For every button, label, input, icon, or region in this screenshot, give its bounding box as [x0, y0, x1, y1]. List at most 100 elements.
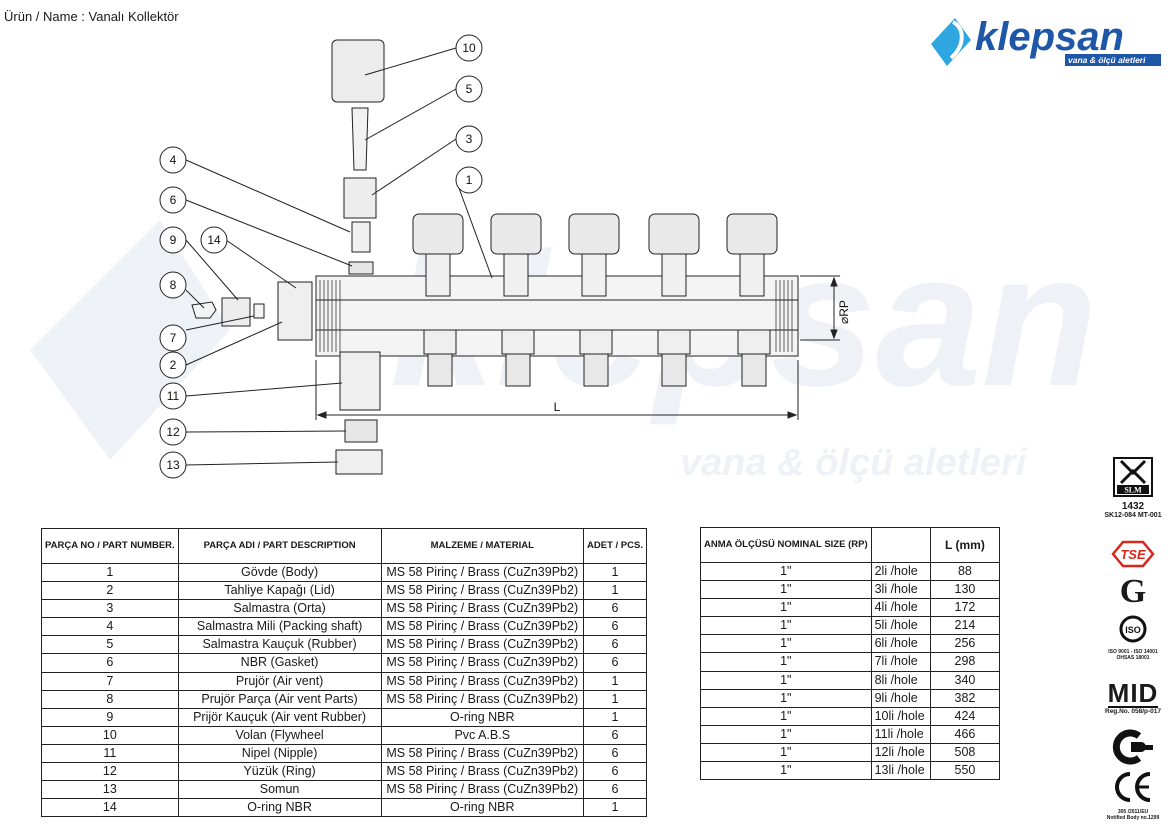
callout-14: 14 [207, 233, 221, 247]
svg-text:TSE: TSE [1120, 547, 1146, 562]
part-qty-cell: 1 [583, 562, 647, 583]
nominal-size-cell: 1" [700, 724, 872, 744]
part-material-cell: MS 58 Pirinç / Brass (CuZn39Pb2) [380, 743, 585, 764]
part-qty-cell: 6 [583, 780, 647, 800]
outlet-count-cell: 9li /hole [870, 688, 931, 708]
part-qty-cell: 1 [583, 581, 647, 601]
part-number-cell: 5 [41, 635, 179, 655]
part-qty-cell: 6 [583, 725, 647, 745]
outlet-count-cell: 13li /hole [870, 761, 931, 781]
part-material-cell: MS 58 Pirinç / Brass (CuZn39Pb2) [380, 581, 585, 601]
part-number-cell: 1 [41, 562, 179, 583]
tse-mark: TSE [1100, 540, 1166, 568]
ce-mark-icon [1115, 772, 1151, 802]
nominal-size-cell: 1" [700, 706, 872, 726]
length-cell: 172 [929, 598, 1001, 618]
part-description-cell: Tahliye Kapağı (Lid) [177, 581, 382, 601]
length-cell: 88 [929, 561, 1001, 582]
callout-3: 3 [466, 132, 473, 146]
part-description-cell: Somun [177, 780, 382, 800]
iso-standards: ISO 9001 - ISO 14001 [1108, 649, 1158, 655]
flywheel-part [331, 39, 385, 103]
callout-13: 13 [166, 458, 180, 472]
length-cell: 298 [929, 652, 1001, 672]
part-material-cell: Pvc A.B.S [380, 725, 585, 745]
part-qty-cell: 1 [583, 798, 647, 818]
technical-drawing: 10 5 3 1 4 6 9 14 8 7 2 11 12 13 L ⌀RP [159, 34, 851, 479]
nominal-size-cell: 1" [700, 598, 872, 618]
callout-2: 2 [170, 358, 177, 372]
parts-header-material: MALZEME / MATERIAL [380, 528, 585, 564]
outlet-count-cell: 12li /hole [870, 742, 931, 763]
part-number-cell: 8 [41, 689, 179, 709]
callout-5: 5 [466, 82, 473, 96]
iso-mark-icon: ISO [1119, 615, 1147, 643]
part-number-cell: 11 [41, 743, 179, 764]
length-cell: 382 [929, 688, 1001, 708]
length-cell: 550 [929, 761, 1001, 781]
logo-tagline: vana & ölçü aletleri [1068, 55, 1146, 65]
slm-number: 1432 [1121, 501, 1145, 512]
product-name: Ürün / Name : Vanalı Kollektör [4, 9, 179, 24]
nominal-size-cell: 1" [700, 688, 872, 708]
dimension-rp-label: ⌀RP [837, 300, 851, 324]
part-qty-cell: 1 [583, 671, 647, 691]
tse-mark-icon: TSE [1111, 540, 1155, 568]
part-description-cell: NBR (Gasket) [177, 653, 382, 673]
slm-mark-icon: SLM [1113, 457, 1153, 497]
part-material-cell: MS 58 Pirinç / Brass (CuZn39Pb2) [380, 562, 585, 583]
parts-table-header: PARÇA NO / PART NUMBER. PARÇA ADI / PART… [41, 528, 647, 564]
iso-certificate: ISO ISO 9001 - ISO 14001 OHSAS 18001 [1100, 614, 1166, 666]
size-table-header: ANMA ÖLÇÜSÜ NOMINAL SIZE (RP) L (mm) [700, 527, 1001, 563]
part-qty-cell: 6 [583, 599, 647, 619]
part-material-cell: MS 58 Pirinç / Brass (CuZn39Pb2) [380, 653, 585, 673]
nominal-size-cell: 1" [700, 580, 872, 600]
part-description-cell: Yüzük (Ring) [177, 762, 382, 782]
slm-code: SK12-084 MT-001 [1104, 512, 1162, 519]
outlet-group-bottom [423, 329, 771, 387]
length-cell: 424 [929, 706, 1001, 726]
outlet-count-cell: 11li /hole [870, 724, 931, 744]
length-cell: 130 [929, 580, 1001, 600]
part-description-cell: Salmastra (Orta) [177, 599, 382, 619]
outlet-count-cell: 5li /hole [870, 616, 931, 636]
part-qty-cell: 6 [583, 743, 647, 764]
parts-header-qty: ADET / PCS. [583, 528, 647, 564]
outlet-count-cell: 4li /hole [870, 598, 931, 618]
part-description-cell: Prujör (Air vent) [177, 671, 382, 691]
part-description-cell: Volan (Flywheel [177, 725, 382, 745]
part-number-cell: 14 [41, 798, 179, 818]
ce-notified-body: Notified Body no.1299 [1106, 815, 1160, 821]
size-header-nominal: ANMA ÖLÇÜSÜ NOMINAL SIZE (RP) [700, 527, 872, 563]
part-description-cell: Salmastra Mili (Packing shaft) [177, 617, 382, 637]
nominal-size-cell: 1" [700, 761, 872, 781]
part-description-cell: Prijör Kauçuk (Air vent Rubber) [177, 707, 382, 727]
outlet-count-cell: 8li /hole [870, 670, 931, 690]
nominal-size-cell: 1" [700, 561, 872, 582]
body-part [315, 275, 799, 357]
size-header-length: L (mm) [929, 527, 1001, 563]
nominal-size-cell: 1" [700, 652, 872, 672]
length-cell: 508 [929, 742, 1001, 763]
outlet-count-cell: 3li /hole [870, 580, 931, 600]
length-cell: 340 [929, 670, 1001, 690]
callout-6: 6 [170, 193, 177, 207]
part-material-cell: MS 58 Pirinç / Brass (CuZn39Pb2) [380, 599, 585, 619]
callout-11: 11 [167, 389, 180, 403]
part-number-cell: 13 [41, 780, 179, 800]
outlet-count-cell: 10li /hole [870, 706, 931, 726]
part-material-cell: MS 58 Pirinç / Brass (CuZn39Pb2) [380, 671, 585, 691]
